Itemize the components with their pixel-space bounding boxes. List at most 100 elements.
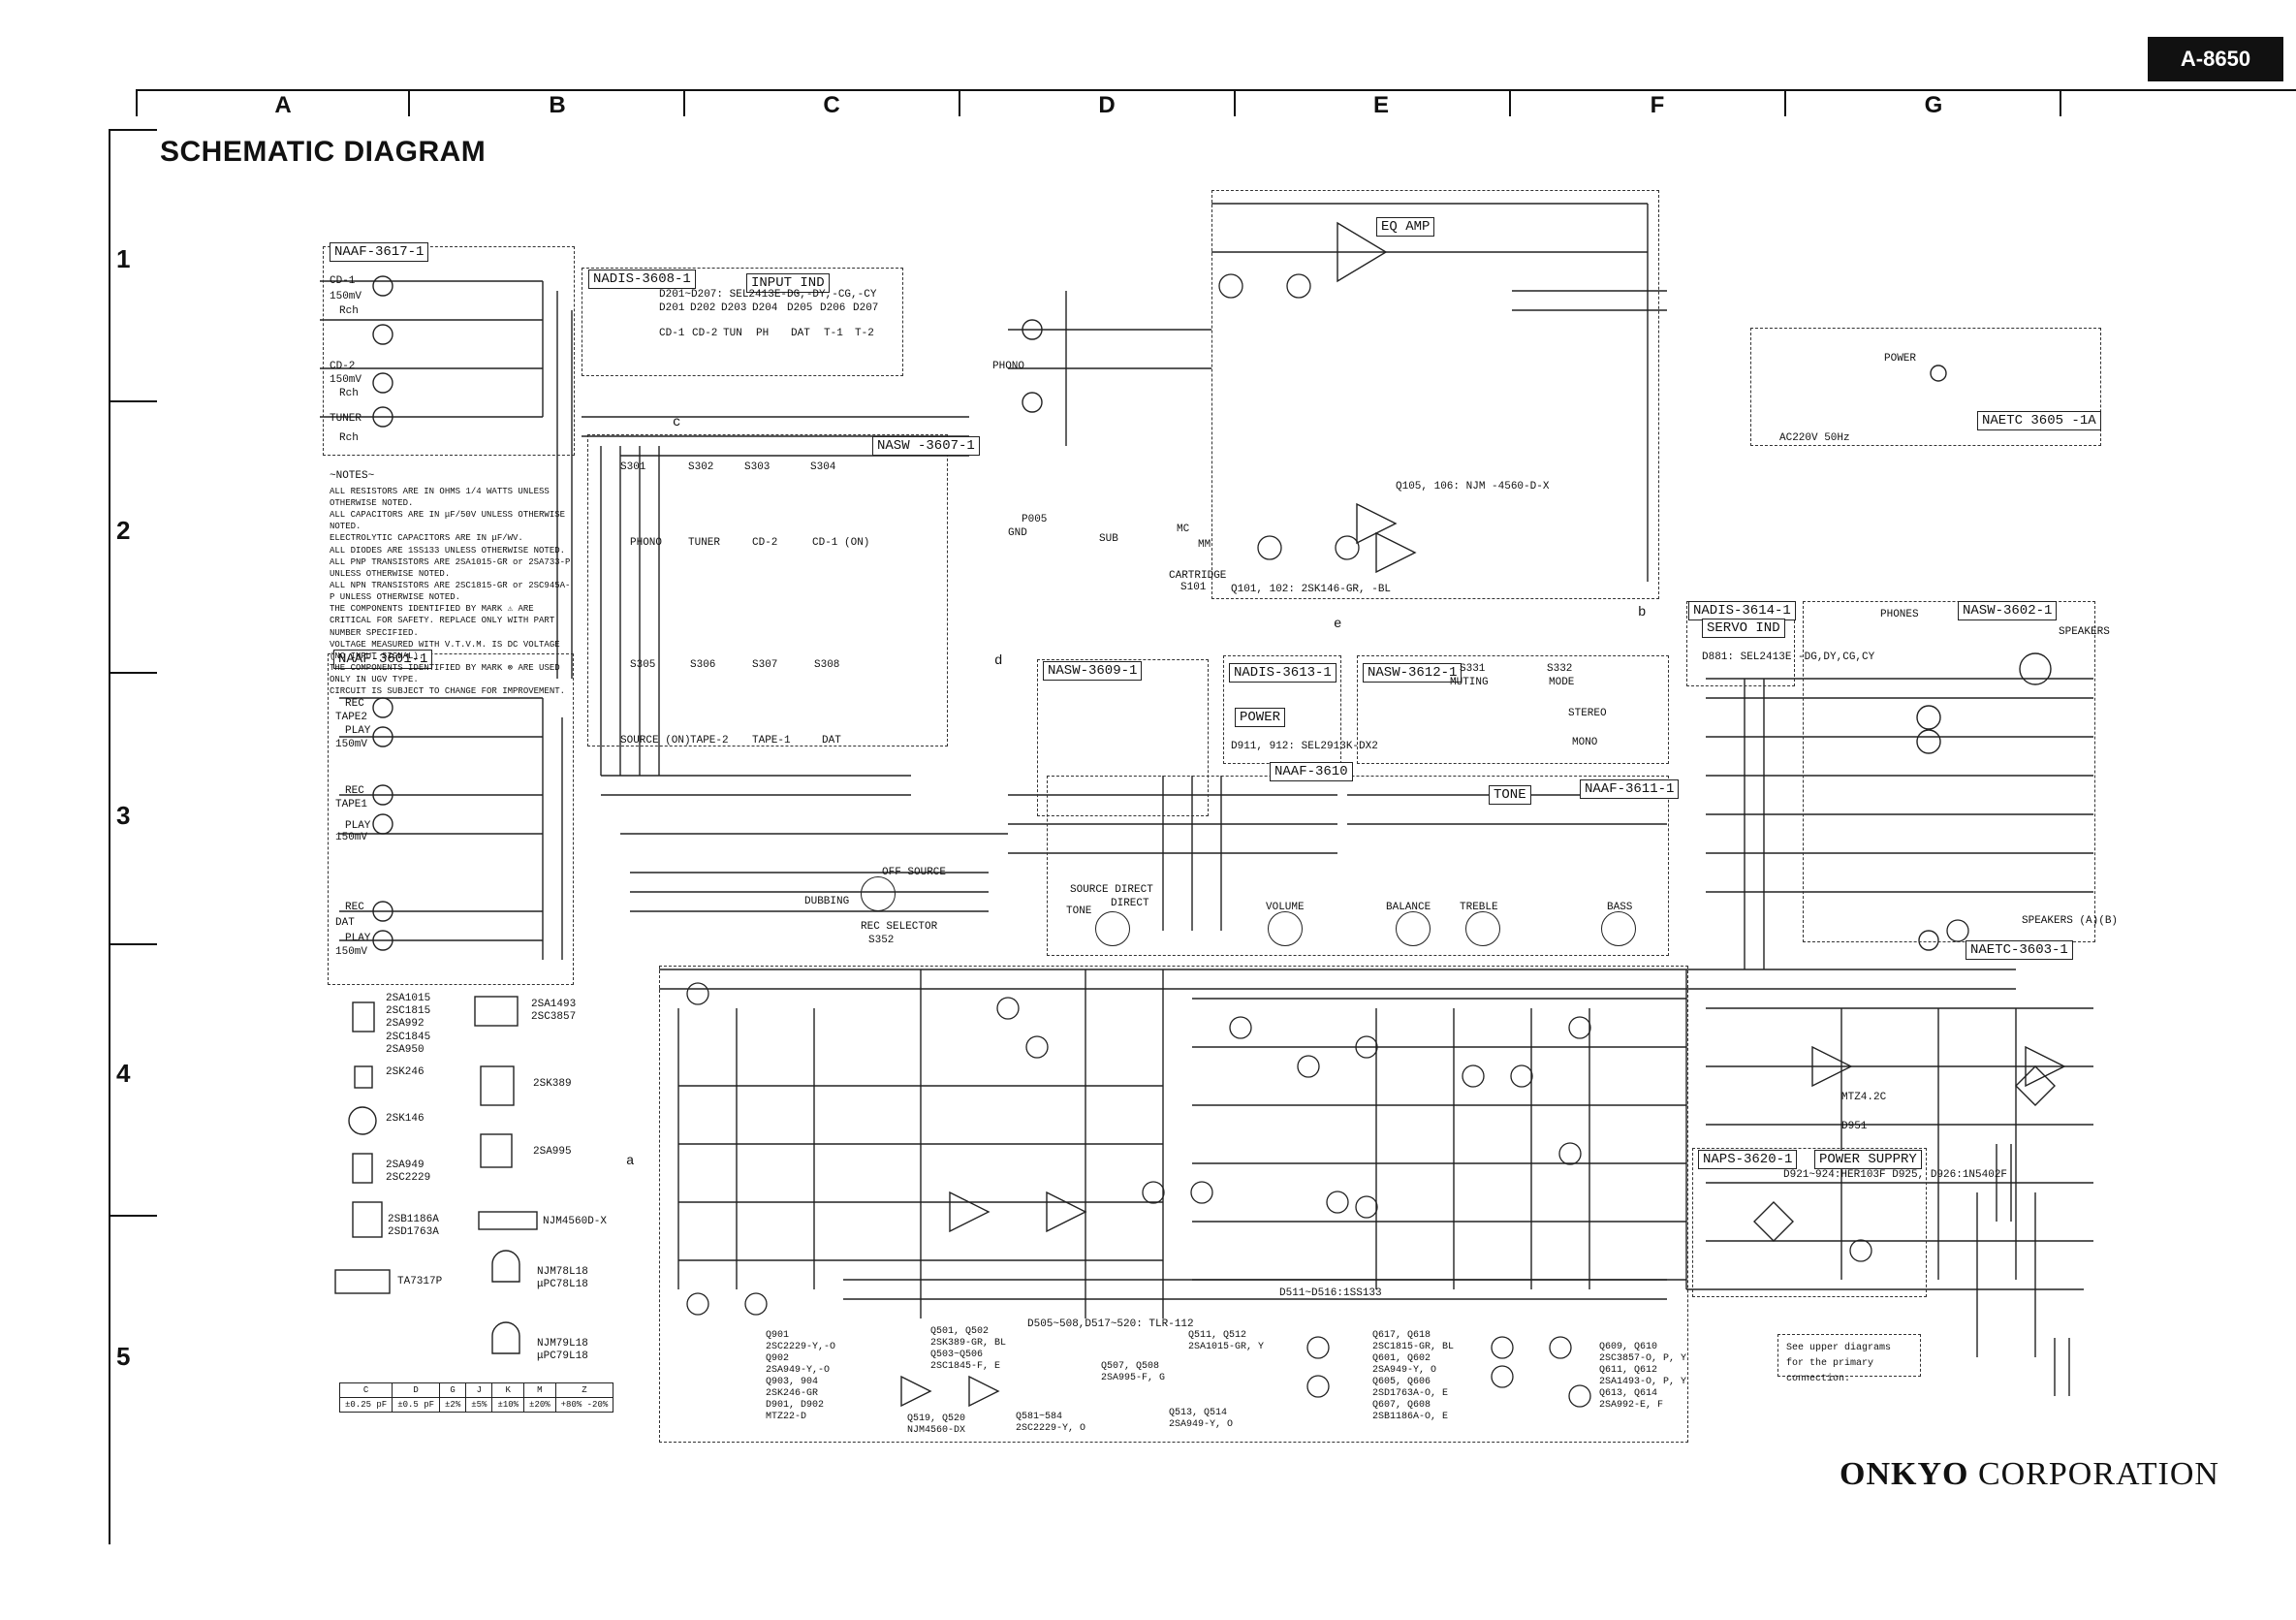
label-q105: Q105, 106: NJM -4560-D-X (1396, 481, 1550, 492)
led-ref-6: D207 (853, 302, 879, 314)
package-label: 2SA995 (533, 1146, 572, 1158)
label-off-source: OFF SOURCE (882, 867, 947, 878)
note-item: THE COMPONENTS IDENTIFIED BY MARK ⚠ ARE … (330, 604, 555, 638)
board-naaf-3601 (328, 653, 574, 985)
note-item: ELECTROLYTIC CAPACITORS ARE IN μF/WV. (330, 533, 523, 544)
note-item: THE COMPONENTS IDENTIFIED BY MARK ⊗ ARE … (330, 662, 560, 685)
column-divider (1784, 89, 1786, 116)
column-label-a: A (274, 92, 292, 118)
label-treble: TREBLE (1460, 902, 1498, 913)
input-dat-play: PLAY (345, 933, 371, 944)
board-naaf-3611 (1047, 776, 1669, 956)
switch-label-1: TUNER (688, 537, 721, 549)
led-label-1: CD-2 (692, 328, 718, 339)
input-tape1: TAPE1 (335, 799, 368, 810)
page-title: SCHEMATIC DIAGRAM (160, 136, 487, 168)
label-p005: P005 (1022, 514, 1048, 525)
rec-selector-knob (861, 876, 896, 911)
label-mono: MONO (1572, 737, 1598, 748)
note-item: ALL RESISTORS ARE IN OHMS 1/4 WATTS UNLE… (330, 486, 550, 508)
parts-list-item: Q901 2SC2229-Y,-O Q902 2SA949-Y,-O Q903,… (766, 1330, 836, 1422)
column-label-b: B (549, 92, 566, 118)
led-ref-5: D206 (820, 302, 846, 314)
notes-heading: ~NOTES~ (330, 470, 375, 482)
label-mode: MODE (1549, 677, 1575, 688)
row-tick (109, 672, 157, 674)
rch-cd2: Rch (339, 388, 359, 399)
board-eq-amp (1211, 190, 1659, 599)
package-label: 2SA1493 2SC3857 (531, 999, 577, 1024)
input-dat: DAT (335, 917, 355, 929)
package-label: 2SK246 (386, 1066, 425, 1078)
switch-ref-7: S308 (814, 659, 840, 671)
source-direct-switch (1095, 911, 1130, 946)
column-label-g: G (1924, 92, 1943, 118)
model-tag: A-8650 (2148, 37, 2283, 81)
led-ref-3: D204 (752, 302, 778, 314)
board-label-nadis-3608: NADIS-3608-1 (588, 270, 696, 289)
column-label-f: F (1650, 92, 1665, 118)
label-s352: S352 (868, 935, 895, 946)
tolerance-code: C (338, 1382, 393, 1398)
label-s332: S332 (1547, 663, 1573, 675)
package-label: 2SA949 2SC2229 (386, 1159, 431, 1185)
label-muting: MUTING (1450, 677, 1489, 688)
switch-ref-3: S304 (810, 461, 836, 473)
note-item: ALL CAPACITORS ARE IN μF/50V UNLESS OTHE… (330, 510, 566, 532)
label-phono: PHONO (992, 361, 1025, 372)
label-servo-ind: SERVO IND (1702, 619, 1785, 638)
brand-name: ONKYO (1840, 1456, 1969, 1492)
label-ac-input: AC220V 50Hz (1779, 432, 1850, 444)
input-tuner: TUNER (330, 413, 362, 425)
tolerance-value: ±20% (523, 1397, 556, 1413)
row-tick (109, 129, 157, 131)
volume-knob (1268, 911, 1303, 946)
board-label-nasw-3612: NASW-3612-1 (1363, 663, 1463, 683)
label-tone-sw: TONE (1066, 905, 1092, 917)
board-nadis-3608 (582, 268, 903, 376)
tolerance-code: J (465, 1382, 493, 1398)
label-dubbing: DUBBING (804, 896, 850, 907)
column-divider (2060, 89, 2061, 116)
input-dat-rec: REC (345, 902, 364, 913)
input-cd1: CD-1 (330, 275, 356, 287)
tolerance-codes-row: C D G J K M Z (338, 1382, 614, 1398)
tolerance-code: K (491, 1382, 525, 1398)
switch-label-6: TAPE-1 (752, 735, 791, 746)
label-phones: PHONES (1880, 609, 1919, 620)
label-speakers: SPEAKERS (2059, 626, 2110, 638)
parts-list-item: Q507, Q508 2SA995-F, G (1101, 1361, 1166, 1383)
label-sub: SUB (1099, 533, 1118, 545)
label-d911: D911, 912: SEL2913K-DX2 (1231, 741, 1378, 752)
input-cd2: CD-2 (330, 361, 356, 372)
board-label-naaf-3610: NAAF-3610 (1270, 762, 1353, 781)
led-label-5: T-1 (824, 328, 843, 339)
package-label: NJM78L18 μPC78L18 (537, 1266, 588, 1291)
led-label-2: TUN (723, 328, 742, 339)
bass-knob (1601, 911, 1636, 946)
tolerance-value: ±10% (491, 1397, 525, 1413)
connector-e: e (1334, 617, 1342, 632)
rch-tuner: Rch (339, 432, 359, 444)
parts-list-item: Q617, Q618 2SC1815-GR, BL Q601, Q602 2SA… (1372, 1330, 1455, 1422)
tolerance-value: ±0.5 pF (392, 1397, 441, 1413)
label-d505: D505~508,D517~520: TLR-112 (1027, 1318, 1194, 1330)
switch-label-2: CD-2 (752, 537, 778, 549)
note-item: ALL DIODES ARE 1SS133 UNLESS OTHERWISE N… (330, 545, 566, 556)
switch-ref-6: S307 (752, 659, 778, 671)
board-label-naetc-3605: NAETC 3605 -1A (1977, 411, 2101, 430)
label-gnd: GND (1008, 527, 1027, 539)
column-divider (408, 89, 410, 116)
tolerance-code: D (392, 1382, 441, 1398)
board-label-nadis-3614: NADIS-3614-1 (1688, 601, 1796, 620)
column-ruler (136, 89, 2296, 120)
parts-list-item: Q519, Q520 NJM4560-DX (907, 1414, 966, 1436)
led-ref-1: D202 (690, 302, 716, 314)
label-input-ind: INPUT IND (746, 273, 830, 293)
note-item: CIRCUIT IS SUBJECT TO CHANGE FOR IMPROVE… (330, 686, 566, 697)
column-divider (683, 89, 685, 116)
row-tick (109, 943, 157, 945)
led-label-3: PH (756, 328, 770, 339)
led-ref-0: D201 (659, 302, 685, 314)
column-divider (1234, 89, 1236, 116)
